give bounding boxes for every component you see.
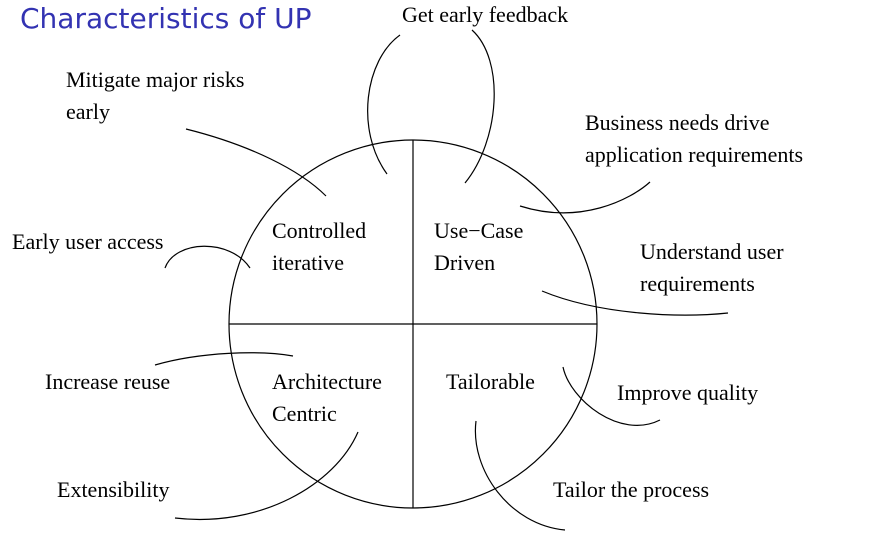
callout-extensibility: Extensibility	[57, 477, 169, 502]
callout-business-needs-line1: Business needs drive	[585, 110, 770, 135]
connector-increase-reuse	[154, 352, 294, 366]
quadrant-top-left-line1: Controlled	[272, 218, 366, 243]
connector-extensibility	[174, 431, 359, 520]
connector-tailor-process	[474, 420, 566, 531]
quadrant-top-right-line2: Driven	[434, 250, 495, 275]
callout-increase-reuse: Increase reuse	[45, 369, 170, 394]
quadrant-bottom-right-line1: Tailorable	[446, 369, 535, 394]
callout-early-user-access: Early user access	[12, 229, 163, 254]
quadrant-top-left-line2: iterative	[272, 250, 344, 275]
connector-improve-quality	[562, 366, 661, 426]
connector-understand-user	[541, 290, 729, 316]
quadrant-top-right-line1: Use−Case	[434, 218, 523, 243]
connector-early-user-access	[164, 245, 251, 269]
callout-mitigate-risks-line1: Mitigate major risks	[66, 67, 244, 92]
connector-business-needs	[519, 181, 651, 214]
callout-improve-quality: Improve quality	[617, 380, 758, 405]
callout-mitigate-risks-line2: early	[66, 99, 110, 124]
callout-understand-user-line2: requirements	[640, 271, 755, 296]
callout-business-needs-line2: application requirements	[585, 142, 803, 167]
callout-get-early-feedback: Get early feedback	[402, 2, 568, 27]
connector-mitigate-risks	[185, 128, 327, 197]
connector-get-early-feedback-left	[367, 34, 401, 175]
callout-understand-user-line1: Understand user	[640, 239, 784, 264]
callout-tailor-process: Tailor the process	[553, 477, 709, 502]
page-title: Characteristics of UP	[20, 2, 312, 35]
connector-get-early-feedback-right	[464, 29, 495, 184]
quadrant-bottom-left-line2: Centric	[272, 401, 337, 426]
quadrant-bottom-left-line1: Architecture	[272, 369, 382, 394]
